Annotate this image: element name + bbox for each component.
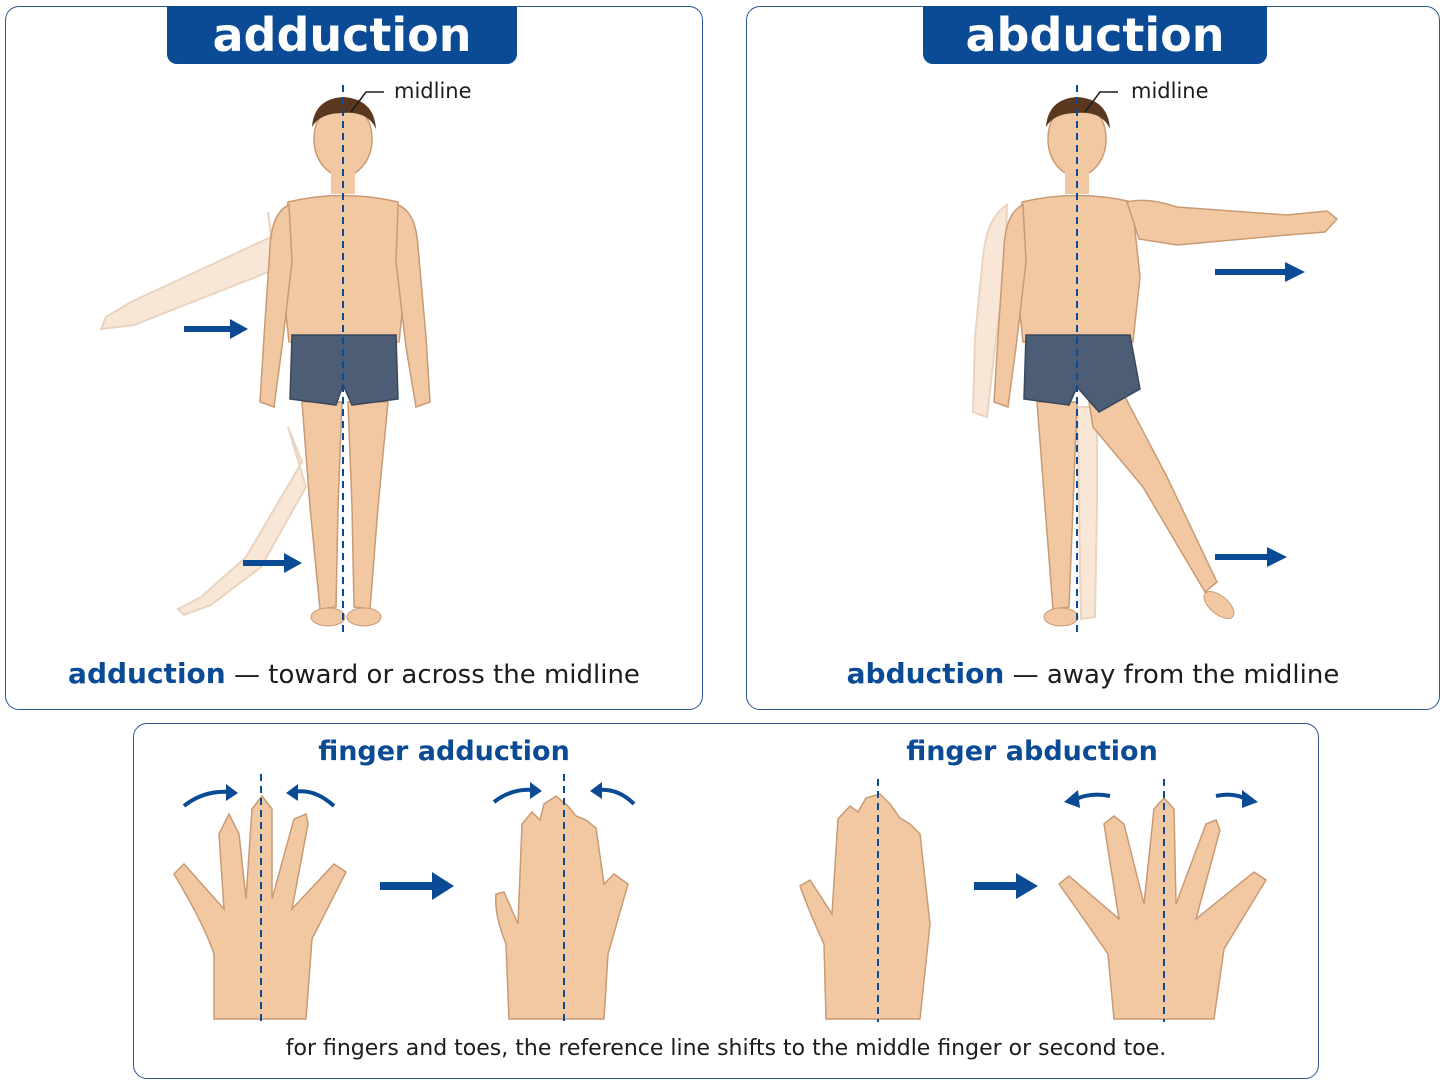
finger-panel: finger adduction finger abduction [133,723,1319,1079]
finger-figures [173,774,1268,1022]
adduction-caption-text: — toward or across the midline [225,660,640,690]
hair [1046,97,1110,129]
ghost-leg [1075,406,1098,621]
left-foot [1203,591,1235,619]
abduction-figure: midline [971,79,1339,637]
arrow-right-icon [243,553,302,573]
right-leg [1036,401,1078,610]
left-arm [395,203,431,409]
abduction-caption: abduction — away from the midline [747,657,1439,690]
hand-together-1 [492,774,636,1022]
ghost-arm [971,203,1009,419]
arrow-right-icon [184,319,248,339]
midline-label: midline [1131,79,1209,103]
right-foot [1043,607,1079,627]
abducted-leg [1088,396,1218,594]
midline-label: midline [394,79,472,103]
curved-arrow-icon [597,787,636,806]
abduction-panel: abduction midline [746,6,1440,710]
abduction-title: abduction [923,6,1267,64]
adduction-title: adduction [167,6,517,64]
adduction-panel: adduction midline [5,6,703,710]
arrow-right-icon [974,873,1038,899]
curved-arrow-icon [1073,792,1111,802]
hand-spread-1 [173,774,347,1022]
right-foot [310,607,346,627]
right-leg [301,401,343,610]
right-arm [259,203,293,409]
hand-together-2 [799,779,931,1022]
shorts [1023,334,1141,413]
left-foot [346,607,382,627]
right-arm [993,203,1027,409]
curved-arrow-icon [182,789,231,808]
abduction-caption-term: abduction [846,657,1005,690]
arrow-right-icon [1215,547,1287,567]
curved-arrow-icon [293,789,336,808]
curved-arrow-icon [492,787,535,804]
adduction-figure: midline [99,79,472,637]
abduction-caption-text: — away from the midline [1004,660,1340,690]
midline-leader [350,91,384,113]
midline-leader [1084,91,1118,113]
finger-adduction-title: finger adduction [318,736,570,767]
hair [312,97,376,129]
arrow-right-icon [1215,262,1305,282]
raised-arm [1126,199,1339,246]
reference-line-note: for fingers and toes, the reference line… [285,1036,1167,1061]
finger-abduction-title: finger abduction [906,736,1158,767]
arrow-right-icon [380,872,454,900]
adduction-caption-term: adduction [68,657,226,690]
left-leg [347,401,389,610]
shorts [289,334,399,406]
hand-spread-2 [1057,779,1268,1022]
ghost-arm [99,211,278,331]
adduction-caption: adduction — toward or across the midline [6,657,702,690]
ghost-leg [176,426,308,617]
